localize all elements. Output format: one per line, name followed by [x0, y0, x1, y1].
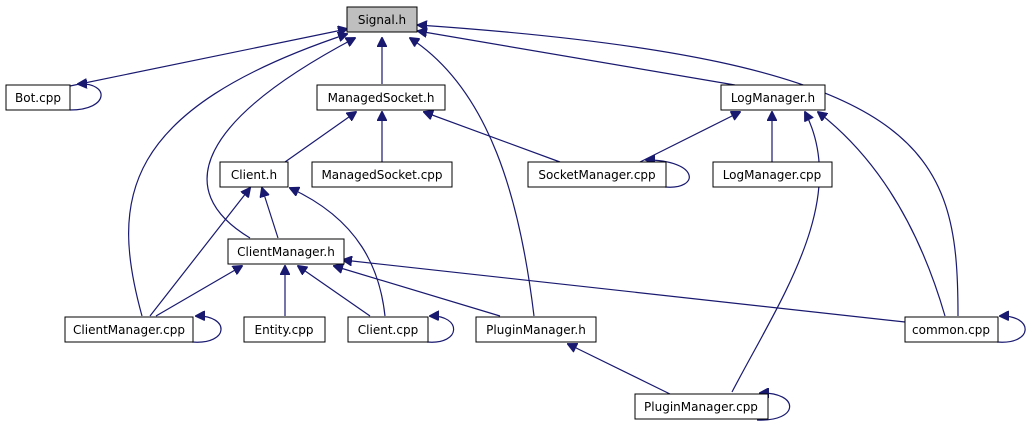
- node-label: common.cpp: [912, 323, 990, 337]
- edge-socketmanager-cpp-to-logmanager-h: [639, 112, 740, 163]
- node-client-h[interactable]: Client.h: [219, 161, 289, 188]
- edge-clientmanager-h-to-client-h: [262, 188, 279, 239]
- edge-client-h-to-managedsocket-h: [284, 112, 356, 163]
- node-label: Client.h: [231, 168, 277, 182]
- node-label: ClientManager.cpp: [73, 323, 185, 337]
- edge-socketmanager-cpp-self: [646, 160, 690, 188]
- node-label: SocketManager.cpp: [538, 168, 655, 182]
- node-label: Entity.cpp: [255, 323, 314, 337]
- edge-common-cpp-to-logmanager-h: [818, 112, 946, 317]
- edge-pluginmanager-h-to-signal-h: [410, 38, 535, 317]
- edge-socketmanager-cpp-to-managedsocket-h: [424, 112, 561, 163]
- node-label: ManagedSocket.cpp: [321, 168, 442, 182]
- edge-pluginmanager-cpp-to-logmanager-h: [731, 112, 821, 393]
- node-label: LogManager.h: [731, 91, 815, 105]
- edge-client-cpp-to-clientmanager-h: [298, 266, 371, 317]
- edge-logmanager-h-to-signal-h: [418, 31, 736, 86]
- node-entity-cpp[interactable]: Entity.cpp: [243, 316, 326, 343]
- node-pluginmanager-h[interactable]: PluginManager.h: [475, 316, 597, 343]
- node-bot-cpp[interactable]: Bot.cpp: [5, 84, 71, 111]
- edge-pluginmanager-cpp-to-pluginmanager-h: [568, 344, 671, 395]
- node-label: Client.cpp: [358, 323, 418, 337]
- node-label: PluginManager.cpp: [644, 400, 758, 414]
- node-label: Signal.h: [358, 13, 406, 27]
- node-managedsocket-h[interactable]: ManagedSocket.h: [316, 84, 446, 111]
- node-clientmanager-h[interactable]: ClientManager.h: [227, 238, 345, 265]
- edge-common-cpp-to-clientmanager-h: [343, 260, 906, 323]
- node-logmanager-h[interactable]: LogManager.h: [720, 84, 826, 111]
- edges: [69, 25, 1026, 421]
- edge-clientmanager-h-to-signal-h: [206, 38, 355, 239]
- node-label: ManagedSocket.h: [328, 91, 435, 105]
- edge-pluginmanager-cpp-self: [756, 393, 791, 421]
- node-logmanager-cpp[interactable]: LogManager.cpp: [712, 161, 833, 188]
- node-label: Bot.cpp: [15, 91, 61, 105]
- node-common-cpp[interactable]: common.cpp: [904, 316, 999, 343]
- nodes: Signal.h Bot.cpp ManagedSocket.h LogMana…: [5, 6, 999, 420]
- edge-clientmanager-cpp-to-signal-h: [128, 34, 347, 317]
- node-label: PluginManager.h: [486, 323, 586, 337]
- node-managedsocket-cpp[interactable]: ManagedSocket.cpp: [311, 161, 453, 188]
- edge-common-cpp-self: [996, 316, 1026, 343]
- edge-clientmanager-cpp-self: [191, 316, 222, 343]
- edge-clientmanager-cpp-to-clientmanager-h: [155, 266, 242, 317]
- edge-common-cpp-to-signal-h: [418, 25, 959, 317]
- edge-client-cpp-to-client-h: [290, 188, 386, 317]
- edge-bot-cpp-to-signal-h: [69, 29, 347, 87]
- node-client-cpp[interactable]: Client.cpp: [347, 316, 429, 343]
- edge-clientmanager-cpp-to-client-h: [149, 188, 250, 317]
- node-pluginmanager-cpp[interactable]: PluginManager.cpp: [634, 393, 769, 420]
- edge-client-cpp-self: [426, 316, 455, 343]
- node-socketmanager-cpp[interactable]: SocketManager.cpp: [527, 161, 667, 188]
- node-clientmanager-cpp[interactable]: ClientManager.cpp: [64, 316, 194, 343]
- node-label: LogManager.cpp: [723, 168, 822, 182]
- node-label: ClientManager.h: [237, 245, 335, 259]
- edge-pluginmanager-h-to-clientmanager-h: [334, 266, 501, 317]
- node-signal-h[interactable]: Signal.h: [346, 6, 418, 33]
- edge-bot-cpp-self: [69, 84, 102, 111]
